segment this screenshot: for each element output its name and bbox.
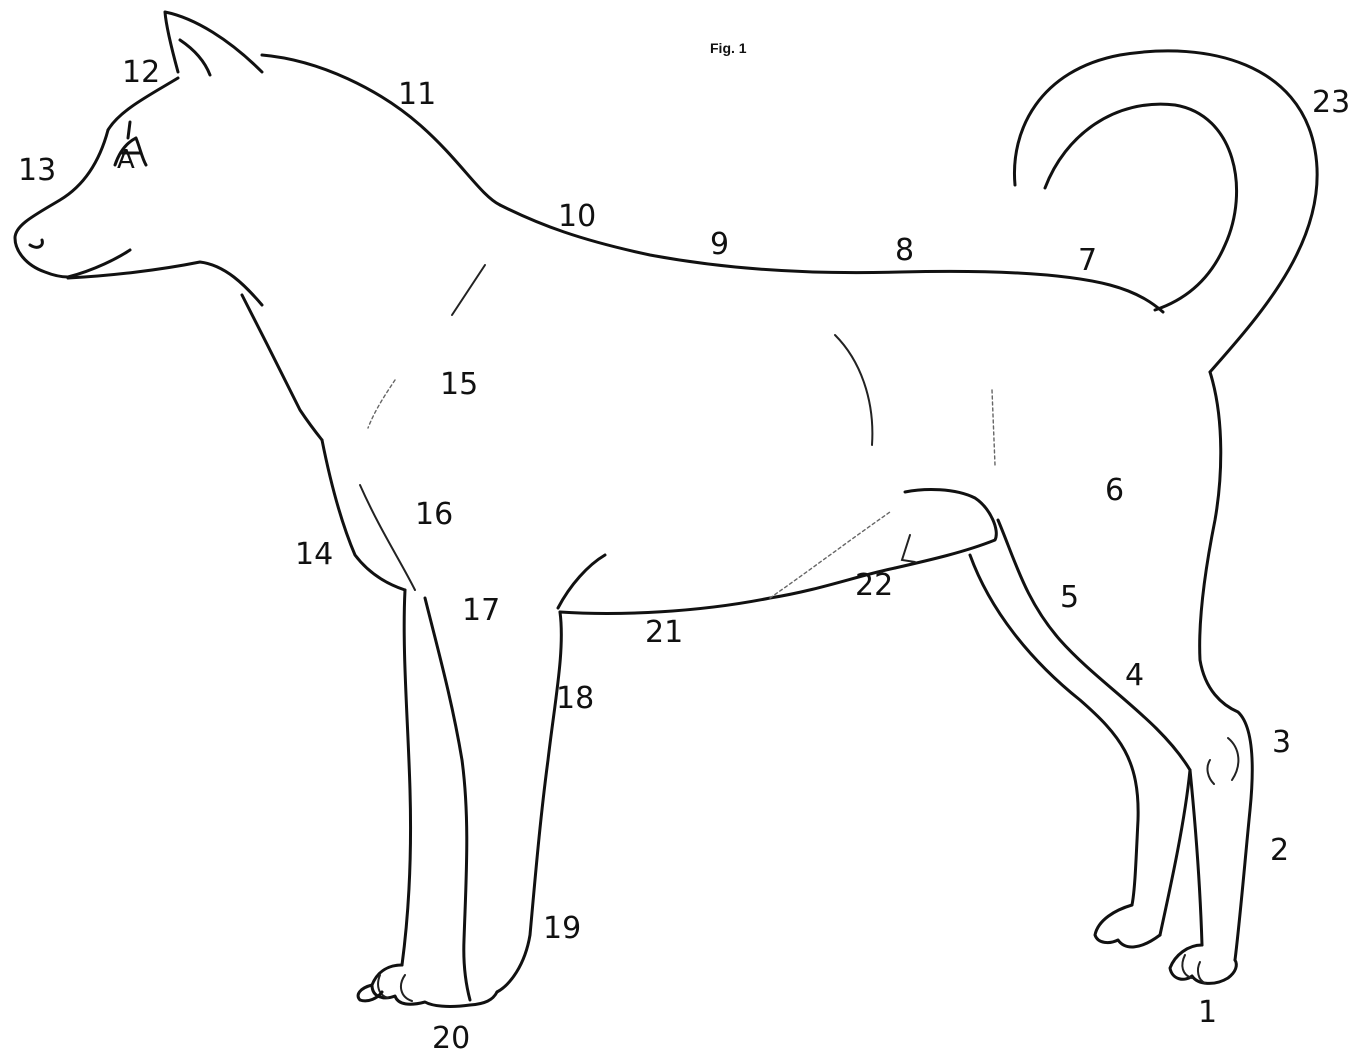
neck-top-line — [262, 55, 500, 205]
elbow-line — [360, 485, 415, 590]
label-7: 7 — [1078, 243, 1097, 278]
loin-mark — [992, 390, 995, 465]
inner-ear-line — [180, 40, 210, 75]
label-23: 23 — [1312, 85, 1350, 120]
near-hindleg-back — [998, 520, 1190, 935]
shoulder-mark-lower — [368, 380, 395, 428]
hock-detail — [1207, 738, 1238, 784]
eye-tick — [128, 122, 130, 138]
label-12: 12 — [122, 55, 160, 90]
point-marker-a: A — [117, 145, 135, 175]
label-11: 11 — [398, 77, 436, 112]
mouth-line — [30, 240, 42, 247]
far-hindpaw — [1095, 905, 1160, 947]
label-5: 5 — [1060, 580, 1079, 615]
groin-line — [895, 490, 996, 568]
label-4: 4 — [1125, 658, 1144, 693]
back-line — [500, 205, 1163, 312]
label-8: 8 — [895, 233, 914, 268]
label-19: 19 — [543, 911, 581, 946]
label-18: 18 — [556, 681, 594, 716]
label-3: 3 — [1272, 725, 1291, 760]
near-forepaw — [372, 965, 497, 1006]
rib-curve — [835, 335, 872, 445]
sheath-line — [902, 535, 915, 562]
belly-line — [560, 568, 895, 613]
foreleg-front-upper — [322, 440, 405, 590]
near-foreleg-front — [402, 590, 411, 965]
label-6: 6 — [1105, 473, 1124, 508]
label-20: 20 — [432, 1021, 470, 1056]
label-15: 15 — [440, 367, 478, 402]
near-foreleg-back — [425, 598, 470, 1000]
label-22: 22 — [855, 568, 893, 603]
far-elbow-line — [558, 555, 605, 608]
label-17: 17 — [462, 593, 500, 628]
hock-front-line — [1190, 770, 1202, 945]
label-1: 1 — [1198, 995, 1217, 1030]
tail-inner — [1014, 51, 1317, 372]
label-13: 13 — [18, 153, 56, 188]
chest-front-line — [242, 295, 322, 440]
ear-outline — [165, 12, 262, 72]
label-10: 10 — [558, 199, 596, 234]
label-16: 16 — [415, 497, 453, 532]
near-hindleg-front — [970, 555, 1138, 905]
label-14: 14 — [295, 537, 333, 572]
label-21: 21 — [645, 615, 683, 650]
label-2: 2 — [1270, 833, 1289, 868]
thigh-back-line — [1200, 372, 1253, 960]
figure-caption: Fig. 1 — [710, 40, 747, 56]
near-hindpaw — [1170, 945, 1236, 983]
label-9: 9 — [710, 227, 729, 262]
shoulder-mark-upper — [452, 265, 485, 315]
